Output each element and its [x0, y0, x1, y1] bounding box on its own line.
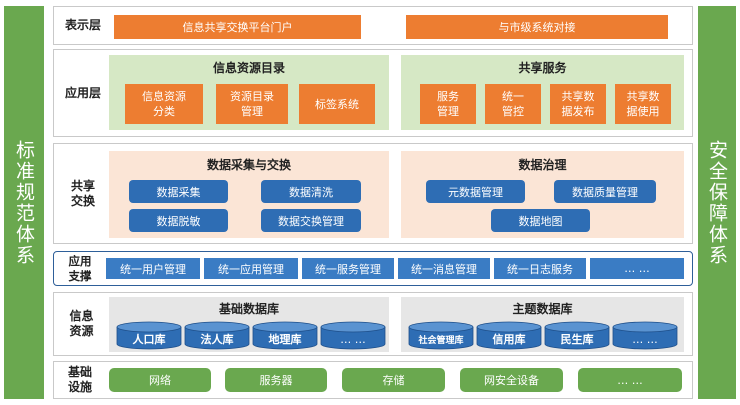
presentation-layer: 表示层 信息共享交换平台门户 与市级系统对接 [53, 6, 693, 45]
layer-label: 基础 设施 [67, 365, 92, 394]
database-cylinder [408, 321, 474, 350]
catalog-item: 资源目录 管理 [216, 84, 288, 124]
support-item: 统一日志服务 [494, 258, 586, 279]
support-item: 统一应用管理 [204, 258, 298, 279]
db-label: … … [632, 332, 658, 346]
database-cylinder [320, 321, 386, 350]
portal-box: 信息共享交换平台门户 [114, 15, 361, 39]
sharing-item: 统一 管控 [485, 84, 541, 124]
database-cylinder [612, 321, 678, 350]
db-label: … … [340, 332, 366, 346]
infrastructure-layer: 基础 设施 网络 服务器 存储 网安全设备 … … [53, 361, 693, 399]
support-item: 统一服务管理 [302, 258, 394, 279]
resources-layer: 信息 资源 基础数据库 人口库 法人库 地理库 … … 主 [53, 292, 693, 356]
panel-title: 信息资源目录 [212, 61, 285, 75]
infra-item: 网安全设备 [460, 368, 563, 392]
catalog-item: 信息资源 分类 [125, 84, 203, 124]
collect-item: 数据交换管理 [261, 209, 361, 232]
security-system-bar: 安全保障体系 [698, 6, 736, 399]
sharing-item: 服务 管理 [420, 84, 476, 124]
database-cylinder [252, 321, 318, 350]
db-label: 法人库 [200, 333, 234, 346]
collect-item: 数据脱敏 [129, 209, 228, 232]
database-cylinder [116, 321, 182, 350]
infra-item: 存储 [342, 368, 445, 392]
catalog-panel: 信息资源目录 信息资源 分类 资源目录 管理 标签系统 [109, 55, 389, 130]
layer-label: 应用层 [64, 85, 101, 100]
panel-title: 基础数据库 [218, 302, 279, 316]
base-db-cylinders [116, 321, 386, 350]
city-system-box: 与市级系统对接 [406, 15, 668, 39]
standards-system-bar: 标准规范体系 [4, 6, 44, 399]
panel-title: 数据采集与交换 [206, 158, 291, 172]
layer-label: 信息 资源 [69, 309, 94, 338]
collect-item: 数据清洗 [261, 180, 361, 203]
govern-item: 数据地图 [491, 209, 590, 232]
database-cylinder [184, 321, 250, 350]
collect-exchange-panel: 数据采集与交换 数据采集 数据清洗 数据脱敏 数据交换管理 [109, 151, 389, 238]
database-cylinder [476, 321, 542, 350]
panel-title: 主题数据库 [512, 302, 573, 316]
support-layer: 应用 支撑 统一用户管理 统一应用管理 统一服务管理 统一消息管理 统一日志服务… [53, 251, 693, 286]
support-item-more: … … [590, 258, 684, 279]
govern-item: 元数据管理 [426, 180, 525, 203]
db-label: 信用库 [492, 333, 526, 346]
governance-panel: 数据治理 元数据管理 数据质量管理 数据地图 [401, 151, 684, 238]
base-db-panel: 基础数据库 人口库 法人库 地理库 … … [109, 297, 389, 352]
sharing-item: 共享数 据使用 [615, 84, 671, 124]
application-layer: 应用层 信息资源目录 信息资源 分类 资源目录 管理 标签系统 共享服务 服务 … [53, 49, 693, 137]
infra-item: 网络 [109, 368, 211, 392]
db-label: 人口库 [132, 333, 166, 346]
support-item: 统一消息管理 [398, 258, 490, 279]
panel-title: 共享服务 [518, 61, 567, 75]
topic-db-cylinders [408, 321, 678, 350]
catalog-item: 标签系统 [299, 84, 375, 124]
db-label: 地理库 [268, 333, 302, 346]
sharing-panel: 共享服务 服务 管理 统一 管控 共享数 据发布 共享数 据使用 [401, 55, 684, 130]
infra-item-more: … … [578, 368, 682, 392]
collect-item: 数据采集 [129, 180, 228, 203]
db-label: 社会管理库 [418, 335, 464, 346]
infra-item: 服务器 [225, 368, 327, 392]
topic-db-panel: 主题数据库 社会管理库 信用库 民生库 … … [401, 297, 684, 352]
layer-label: 表示层 [64, 18, 101, 32]
exchange-layer: 共享 交换 数据采集与交换 数据采集 数据清洗 数据脱敏 数据交换管理 数据治理… [53, 143, 693, 244]
support-item: 统一用户管理 [106, 258, 200, 279]
govern-item: 数据质量管理 [554, 180, 656, 203]
sharing-item: 共享数 据发布 [550, 84, 606, 124]
panel-title: 数据治理 [518, 158, 567, 172]
layer-label: 应用 支撑 [68, 253, 92, 283]
layer-label: 共享 交换 [70, 178, 95, 208]
db-label: 民生库 [560, 333, 594, 346]
database-cylinder [544, 321, 610, 350]
